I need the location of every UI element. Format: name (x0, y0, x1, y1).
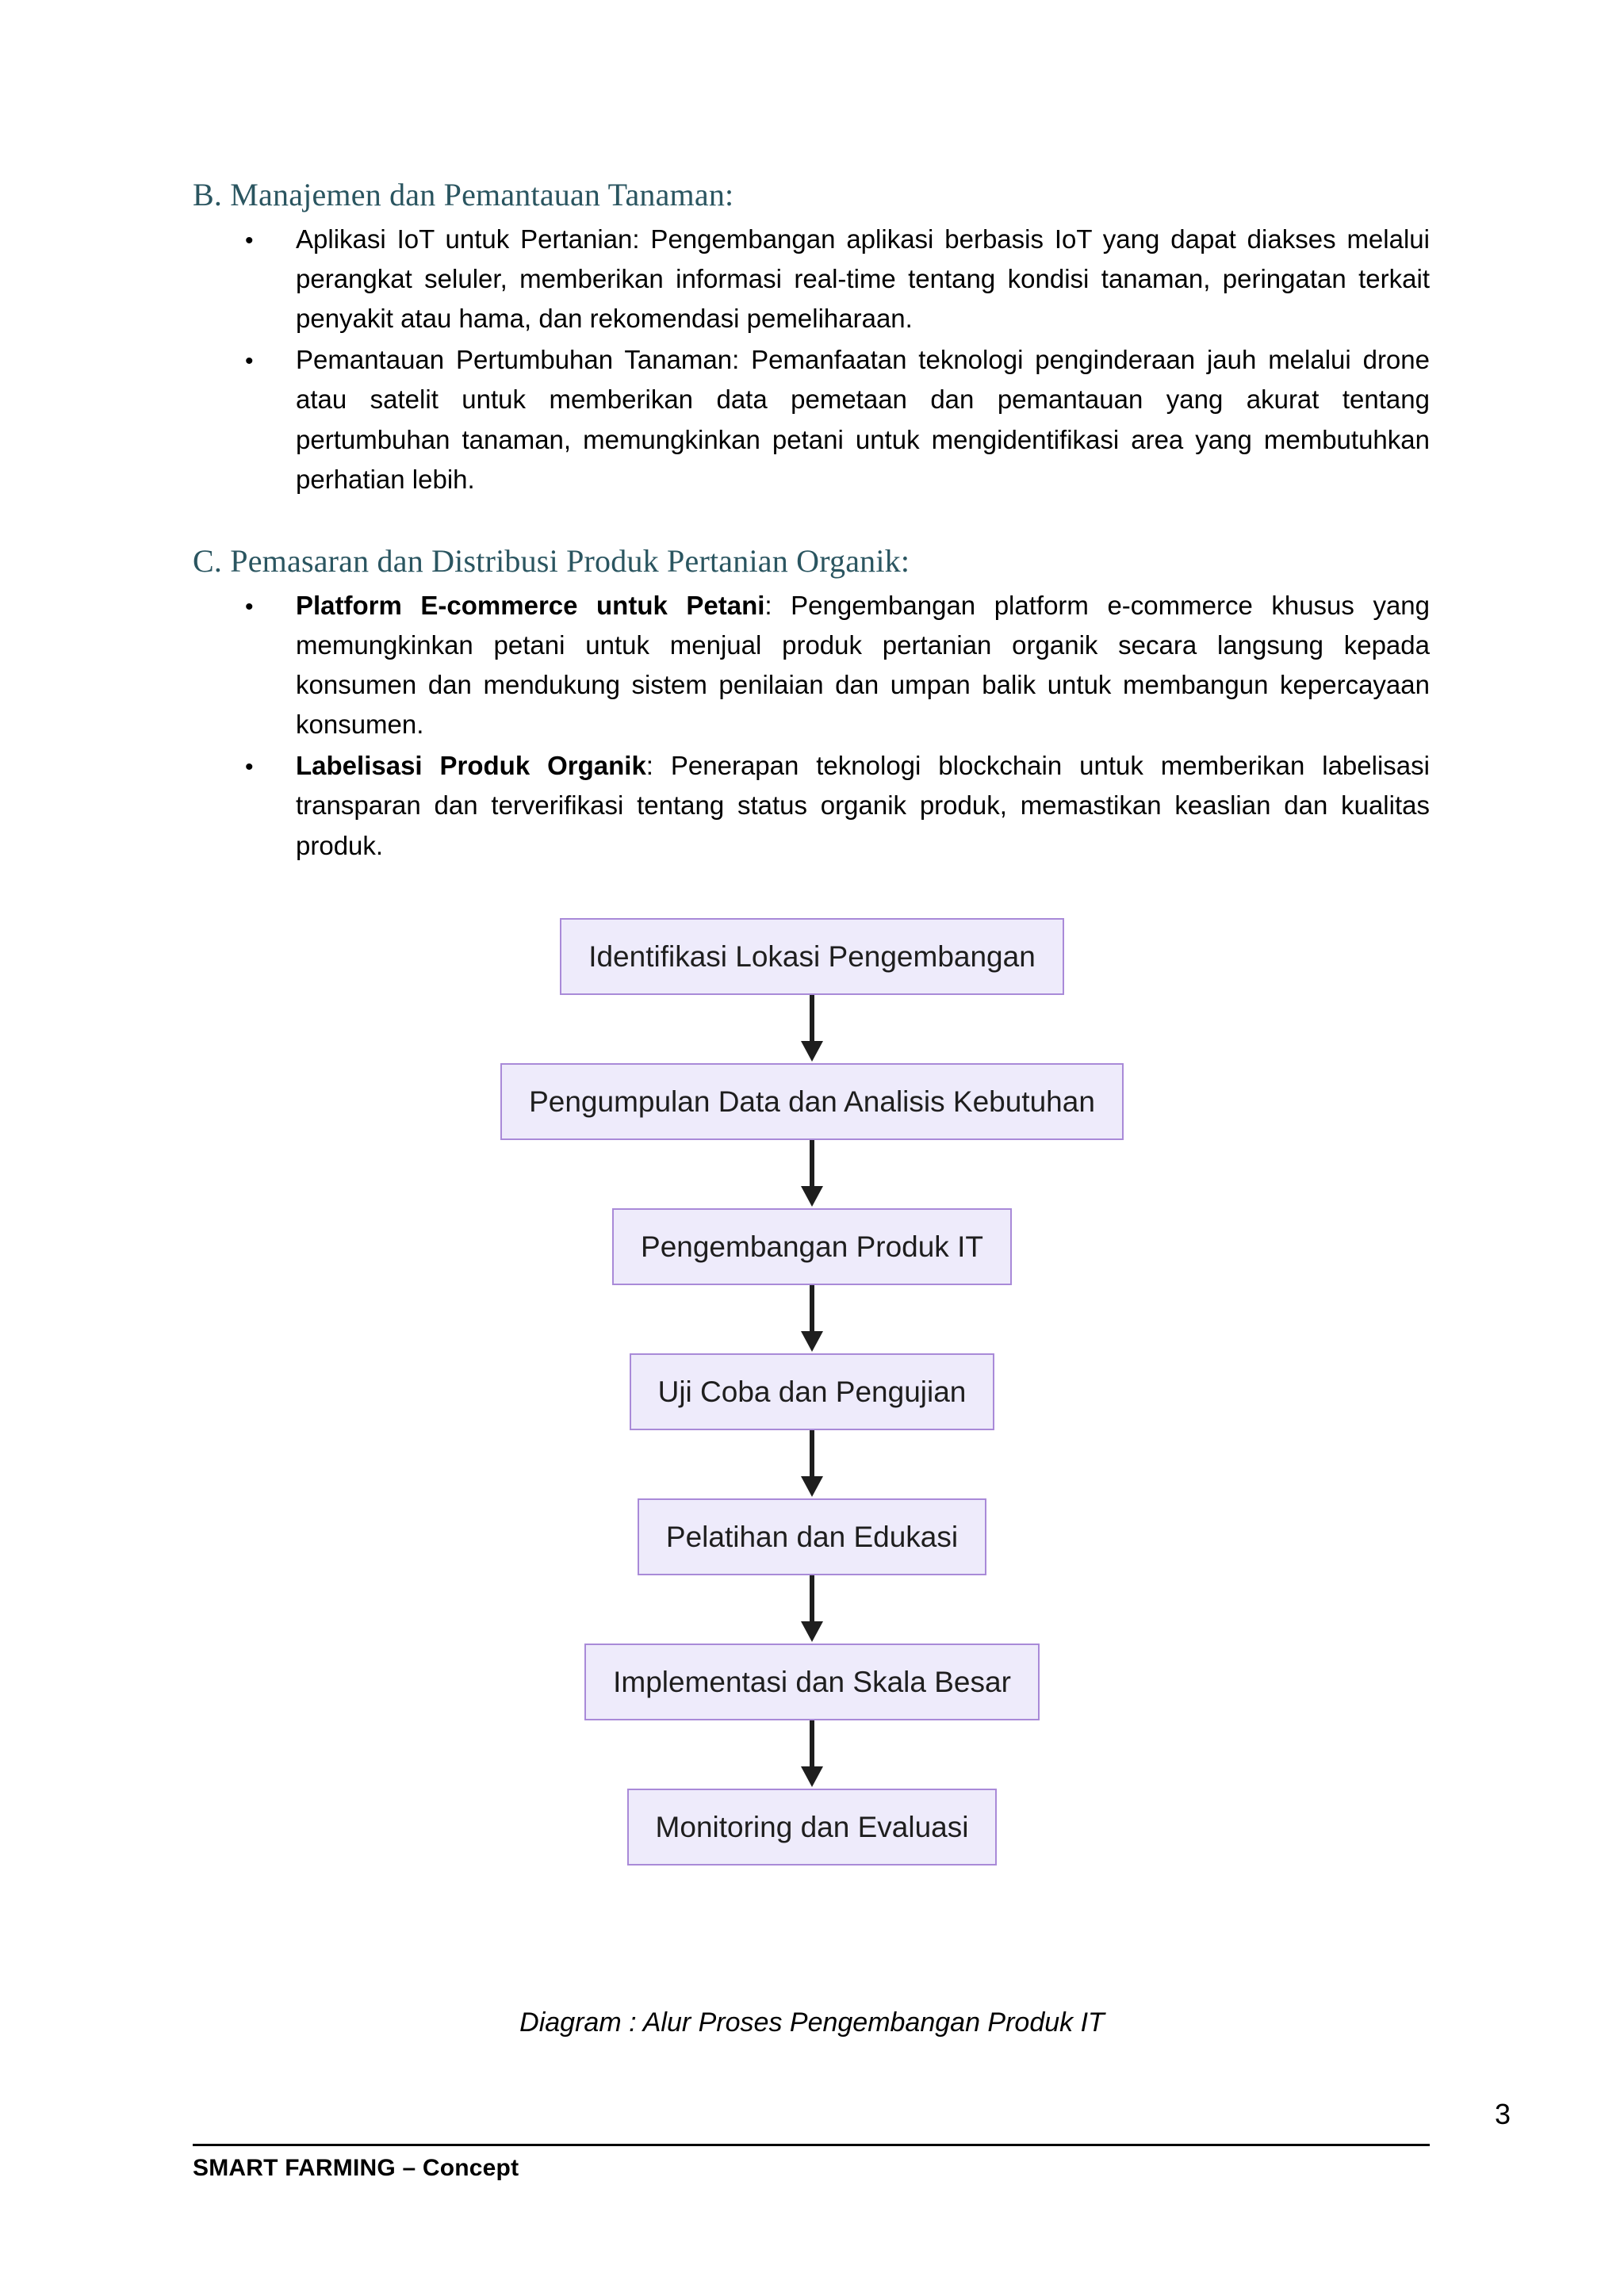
process-flowchart: Identifikasi Lokasi Pengembangan Pengump… (0, 918, 1624, 1866)
flow-node-row: Monitoring dan Evaluasi (0, 1789, 1624, 1866)
list-item: Platform E-commerce untuk Petani: Pengem… (193, 586, 1430, 745)
flow-node-row: Pelatihan dan Edukasi (0, 1498, 1624, 1575)
bullet-icon (245, 586, 258, 745)
list-item-text: Aplikasi IoT untuk Pertanian: Pengembang… (296, 224, 1430, 334)
section-heading-b: B. Manajemen dan Pemantauan Tanaman: (193, 177, 734, 212)
list-item: Aplikasi IoT untuk Pertanian: Pengembang… (193, 220, 1430, 339)
flow-node-monitoring-dan-evaluasi: Monitoring dan Evaluasi (626, 1789, 998, 1866)
flow-node-row: Implementasi dan Skala Besar (0, 1644, 1624, 1720)
document-body: B. Manajemen dan Pemantauan Tanaman: Apl… (193, 176, 1430, 867)
flow-node-implementasi-dan-skala-besar: Implementasi dan Skala Besar (584, 1644, 1040, 1720)
bullet-icon (245, 220, 258, 339)
page-number: 3 (1494, 2098, 1511, 2130)
flow-node-row: Uji Coba dan Pengujian (0, 1353, 1624, 1430)
flow-arrow-1 (0, 995, 1624, 1063)
list-item-text: Pemantauan Pertumbuhan Tanaman: Pemanfaa… (296, 345, 1430, 494)
flow-arrow-3 (0, 1285, 1624, 1353)
list-item-text: : Penerapan teknologi blockchain untuk m… (296, 751, 1430, 860)
flow-node-row: Pengembangan Produk IT (0, 1208, 1624, 1285)
flow-node-pelatihan-dan-edukasi: Pelatihan dan Edukasi (637, 1498, 987, 1575)
flow-node-uji-coba-dan-pengujian: Uji Coba dan Pengujian (629, 1353, 995, 1430)
flow-arrow-4 (0, 1430, 1624, 1498)
flow-arrow-5 (0, 1575, 1624, 1644)
bullet-icon (245, 746, 258, 865)
footer-label: SMART FARMING – Concept (193, 2155, 519, 2181)
flow-node-row: Identifikasi Lokasi Pengembangan (0, 918, 1624, 995)
list-item: Pemantauan Pertumbuhan Tanaman: Pemanfaa… (193, 340, 1430, 499)
list-item-text: : Pengembangan platform e-commerce khusu… (296, 590, 1431, 740)
flow-arrow-2 (0, 1140, 1624, 1208)
flow-arrow-6 (0, 1720, 1624, 1789)
flow-node-pengembangan-produk-it: Pengembangan Produk IT (612, 1208, 1012, 1285)
bullet-list-b: Aplikasi IoT untuk Pertanian: Pengembang… (193, 220, 1430, 499)
flow-node-pengumpulan-data-dan-analisis-kebutuhan: Pengumpulan Data dan Analisis Kebutuhan (500, 1063, 1124, 1140)
flow-node-identifikasi-lokasi-pengembangan: Identifikasi Lokasi Pengembangan (560, 918, 1064, 995)
bullet-list-c: Platform E-commerce untuk Petani: Pengem… (193, 586, 1430, 866)
list-item: Labelisasi Produk Organik: Penerapan tek… (193, 746, 1430, 865)
diagram-caption: Diagram : Alur Proses Pengembangan Produ… (519, 2007, 1105, 2038)
list-item-lead: Platform E-commerce untuk Petani (296, 590, 765, 620)
section-heading-c: C. Pemasaran dan Distribusi Produk Perta… (193, 542, 910, 579)
flow-node-row: Pengumpulan Data dan Analisis Kebutuhan (0, 1063, 1624, 1140)
footer-divider (193, 2144, 1430, 2146)
list-item-lead: Labelisasi Produk Organik (296, 751, 646, 781)
bullet-icon (245, 340, 258, 499)
